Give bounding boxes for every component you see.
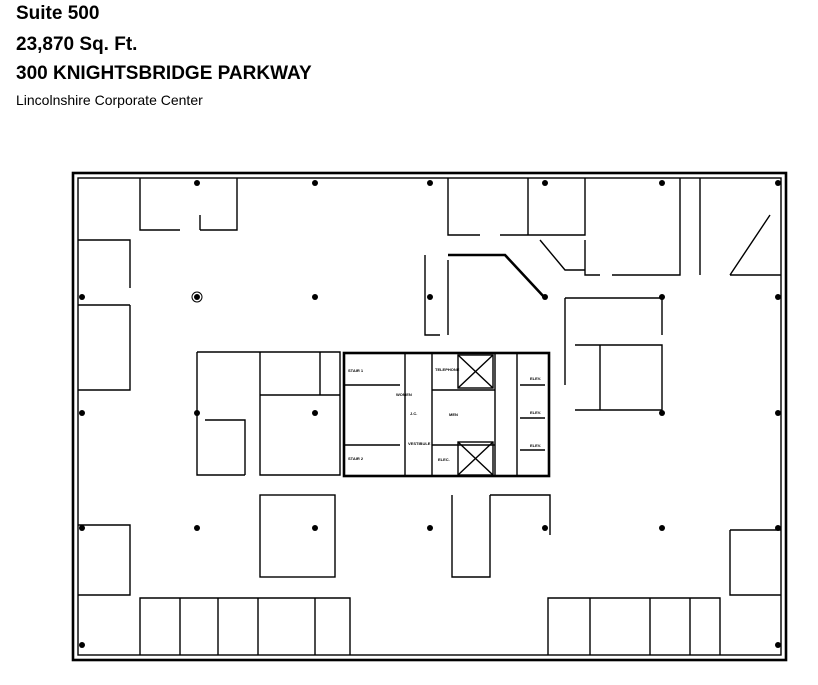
elevator-1-label: ELEV.	[530, 376, 541, 381]
elevator-3-label: ELEV.	[530, 443, 541, 448]
top-offices	[139, 178, 781, 276]
address: 300 KNIGHTSBRIDGE PARKWAY	[16, 63, 312, 84]
center-left-rooms	[196, 351, 341, 476]
stair-2-label: STAIR 2	[348, 456, 364, 461]
elevator-2-label: ELEV.	[530, 410, 541, 415]
corridor-wall	[424, 255, 449, 336]
building-core: STAIR 1 STAIR 2 WOMEN J.C. MEN TELEPHONE…	[342, 351, 551, 478]
stair-1-label: STAIR 1	[348, 368, 364, 373]
suite-number: Suite 500	[16, 3, 100, 24]
men-label: MEN	[449, 412, 458, 417]
right-offices	[564, 297, 663, 411]
telephone-label: TELEPHONE	[435, 367, 460, 372]
jc-label: J.C.	[410, 411, 417, 416]
lower-rooms	[78, 494, 781, 596]
vestibule-label: VESTIBULE	[408, 441, 431, 446]
bottom-offices	[139, 597, 721, 655]
exterior-wall	[71, 171, 788, 662]
left-offices	[78, 239, 131, 391]
women-label: WOMEN	[396, 392, 412, 397]
property-name: Lincolnshire Corporate Center	[16, 92, 203, 108]
angled-wall	[448, 253, 546, 299]
exterior-wall-inner	[77, 177, 782, 656]
square-footage: 23,870 Sq. Ft.	[16, 34, 138, 55]
elec-label: ELEC.	[438, 457, 450, 462]
columns	[79, 180, 781, 648]
